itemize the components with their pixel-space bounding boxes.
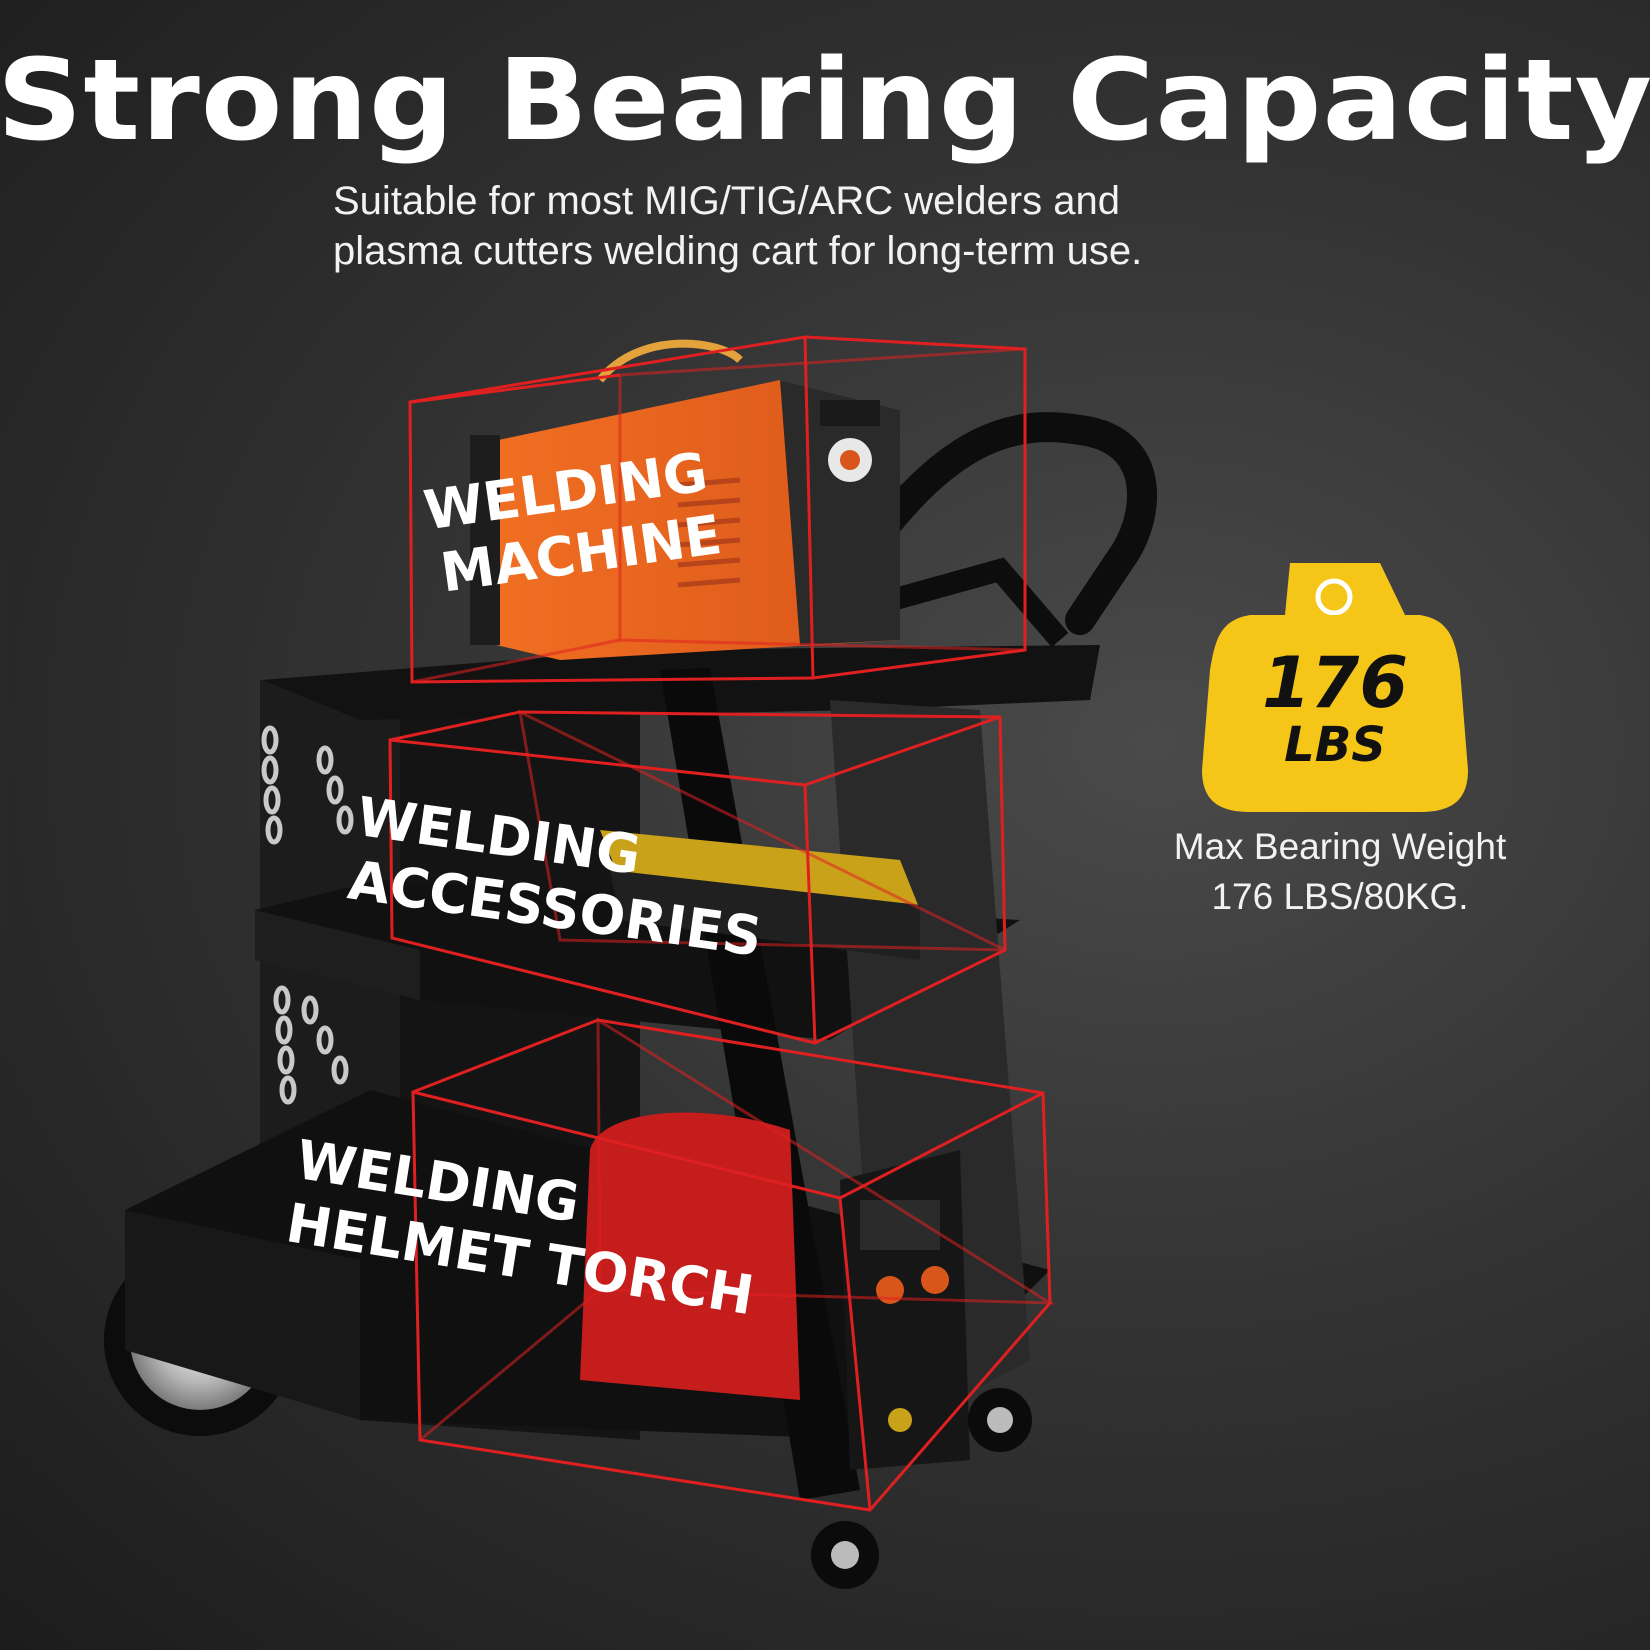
chain [261,725,354,1105]
welding-helmet-torch-items [580,1112,970,1470]
welding-accessories-items [600,830,920,960]
welding-machine-unit [470,339,900,660]
max-weight-caption-line-2: 176 LBS/80KG. [1211,876,1469,917]
weight-number: 176 [1261,642,1409,724]
caster-wheels [811,1388,1032,1589]
weight-unit: LBS [1284,717,1386,773]
headline: Strong Bearing Capacity [0,36,1650,166]
shelf-outline-bottom [411,1017,1056,1512]
max-weight-caption-line-1: Max Bearing Weight [1173,826,1507,867]
max-weight-caption: Max Bearing Weight 176 LBS/80KG. [1130,822,1550,922]
shelf-outline-top [408,335,1027,684]
subtitle-line-1: Suitable for most MIG/TIG/ARC welders an… [333,179,1120,223]
shelf-outline-middle [388,709,1007,1045]
subtitle: Suitable for most MIG/TIG/ARC welders an… [333,176,1433,276]
subtitle-line-2: plasma cutters welding cart for long-ter… [333,229,1143,273]
weight-icon [1202,563,1468,812]
